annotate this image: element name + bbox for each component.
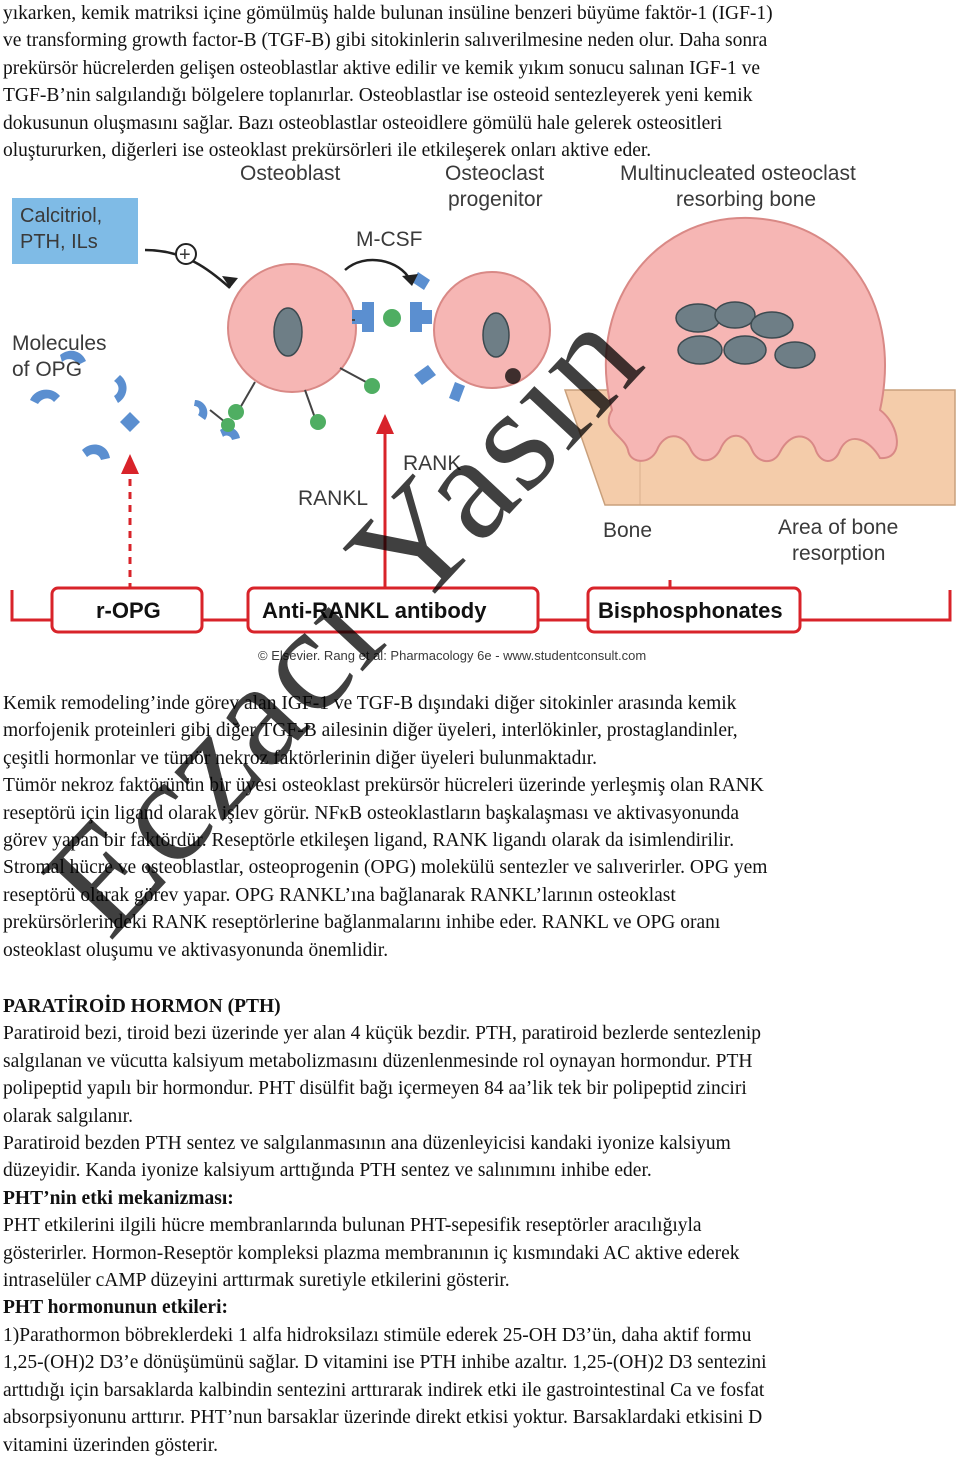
plus-sign: + <box>179 244 191 266</box>
section-heading-effects: PHT hormonunun etkileri: <box>3 1297 229 1319</box>
text-line: intraselüler cAMP düzeyini arttırmak sur… <box>3 1270 510 1292</box>
bone-label: Bone <box>603 519 652 542</box>
text-line: düzeyidir. Kanda iyonize kalsiyum arttığ… <box>3 1160 652 1182</box>
text-line: prekürsörlerindeki RANK reseptörlerine b… <box>3 912 721 934</box>
multinucleated-label-1: Multinucleated osteoclast <box>620 162 856 185</box>
bone-remodeling-figure: Calcitriol, PTH, ILs + Osteoblast Osteoc… <box>0 160 960 680</box>
mcsf-label: M-CSF <box>356 228 423 251</box>
copyright-text: © Elsevier. Rang et al: Pharmacology 6e … <box>258 648 646 663</box>
text-line: PHT etkilerini ilgili hücre membranların… <box>3 1215 702 1237</box>
calcitriol-label-2: PTH, ILs <box>20 231 98 253</box>
text-line: TGF-B’nin salgılandığı bölgelere toplanı… <box>3 85 753 107</box>
text-line: absorpsiyonunu arttırır. PHT’nun barsakl… <box>3 1407 763 1429</box>
text-line: polipeptid yapılı bir hormondur. PHT dis… <box>3 1078 747 1100</box>
cytokine-paragraph: Kemik remodeling’inde görev alan IGF-1 v… <box>3 690 955 964</box>
ropg-label: r-OPG <box>96 598 161 623</box>
text-line: oluştururken, diğerleri ise osteoklast p… <box>3 140 652 162</box>
text-line: morfojenik proteinleri gibi diğer TGF-B … <box>3 720 738 742</box>
section-heading-mechanism: PHT’nin etki mekanizması: <box>3 1187 234 1209</box>
text-line: Kemik remodeling’inde görev alan IGF-1 v… <box>3 693 737 714</box>
text-line: reseptörü için ligand olarak işlev görür… <box>3 802 740 824</box>
text-line: arttıdığı için barsaklarda kalbindin sen… <box>3 1379 765 1401</box>
area-label-1: Area of bone <box>778 516 898 539</box>
text-line: Paratiroid bezi, tiroid bezi üzerinde ye… <box>3 1023 762 1045</box>
text-line: reseptörü olarak görev yapar. OPG RANKL’… <box>3 884 676 906</box>
osteoblast-label: Osteoblast <box>240 162 341 185</box>
molecules-label-2: of OPG <box>12 358 82 381</box>
multinucleated-label-2: resorbing bone <box>676 188 816 211</box>
calcitriol-label-1: Calcitriol, <box>20 205 102 227</box>
text-line: olarak salgılanır. <box>3 1105 133 1127</box>
text-line: vitamini üzerinden gösterir. <box>3 1434 218 1456</box>
pth-section: PARATİROİD HORMON (PTH) Paratiroid bezi,… <box>3 993 955 1459</box>
bisphosphonates-label: Bisphosphonates <box>598 598 783 623</box>
section-heading-pth: PARATİROİD HORMON (PTH) <box>3 996 281 1017</box>
text-line: salgılanan ve vücutta kalsiyum metaboliz… <box>3 1050 753 1072</box>
text-line: 1,25-(OH)2 D3’e dönüşümünü sağlar. D vit… <box>3 1352 767 1374</box>
text-line: Stromal hücre ve osteoblastlar, osteopro… <box>3 857 768 879</box>
intro-paragraph: yıkarken, kemik matriksi içine gömülmüş … <box>3 0 955 164</box>
text-line: osteoklast oluşumu ve aktivasyonunda öne… <box>3 939 389 961</box>
text-line: Paratiroid bezden PTH sentez ve salgılan… <box>3 1133 731 1155</box>
molecules-label-1: Molecules <box>12 332 107 355</box>
bisphosphonates-box <box>586 586 802 634</box>
rank-label: RANK <box>403 452 461 475</box>
antirankl-box <box>246 586 540 634</box>
osteoclast-label-1: Osteoclast <box>445 162 544 185</box>
text-line: ve transforming growth factor-B (TGF-B) … <box>3 30 768 52</box>
area-label-2: resorption <box>792 542 885 565</box>
text-line: gösterirler. Hormon-Reseptör kompleksi p… <box>3 1242 740 1264</box>
text-line: 1)Parathormon böbreklerdeki 1 alfa hidro… <box>3 1324 752 1346</box>
text-line: prekürsör hücrelerden gelişen osteoblast… <box>3 57 761 79</box>
text-line: yıkarken, kemik matriksi içine gömülmüş … <box>3 3 773 24</box>
text-line: çeşitli hormonlar ve tümör nekroz faktör… <box>3 747 598 769</box>
ropg-box <box>50 586 204 634</box>
rankl-label: RANKL <box>298 487 368 510</box>
text-line: Tümör nekroz faktörünün bir üyesi osteok… <box>3 775 764 797</box>
text-line: görev yapan bir faktördür. Reseptörle et… <box>3 830 735 852</box>
text-line: dokusunun oluşmasını sağlar. Bazı osteob… <box>3 112 723 134</box>
calcitriol-box <box>12 198 138 264</box>
osteoclast-label-2: progenitor <box>448 188 543 211</box>
antirankl-label: Anti-RANKL antibody <box>262 598 487 623</box>
